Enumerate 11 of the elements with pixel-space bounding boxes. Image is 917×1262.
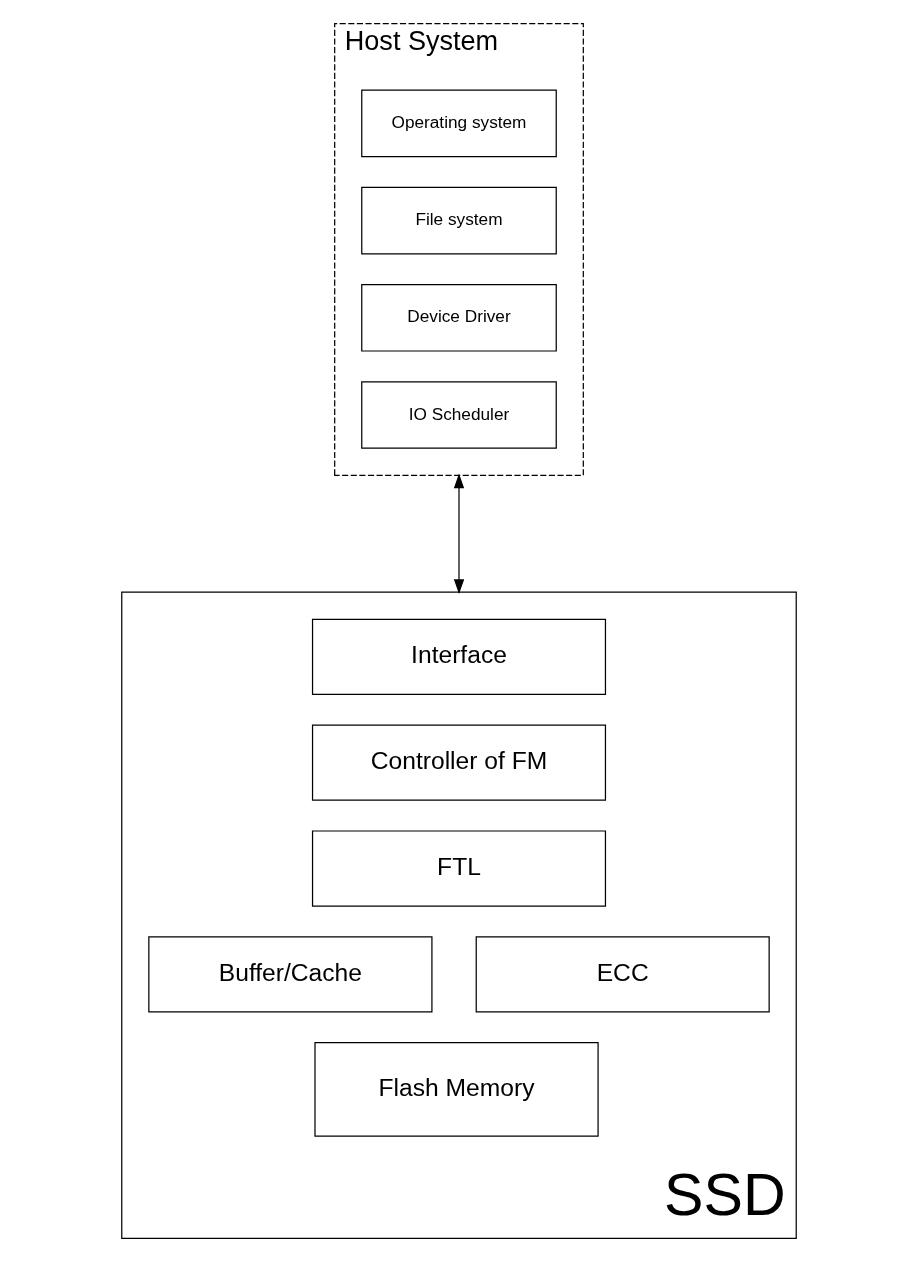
node-box: Flash Memory [313,1042,599,1137]
node-box: File system [360,186,557,255]
arrow [453,473,464,595]
node-box: Buffer/Cache [147,936,433,1013]
node-box: IO Scheduler [360,381,557,449]
node-box: Operating system [360,89,557,158]
node-box: FTL [311,830,606,907]
node-box: Controller of FM [311,724,606,801]
node-box: Interface [311,618,606,695]
node-box: Device Driver [360,283,557,352]
node-box: ECC [475,936,770,1013]
